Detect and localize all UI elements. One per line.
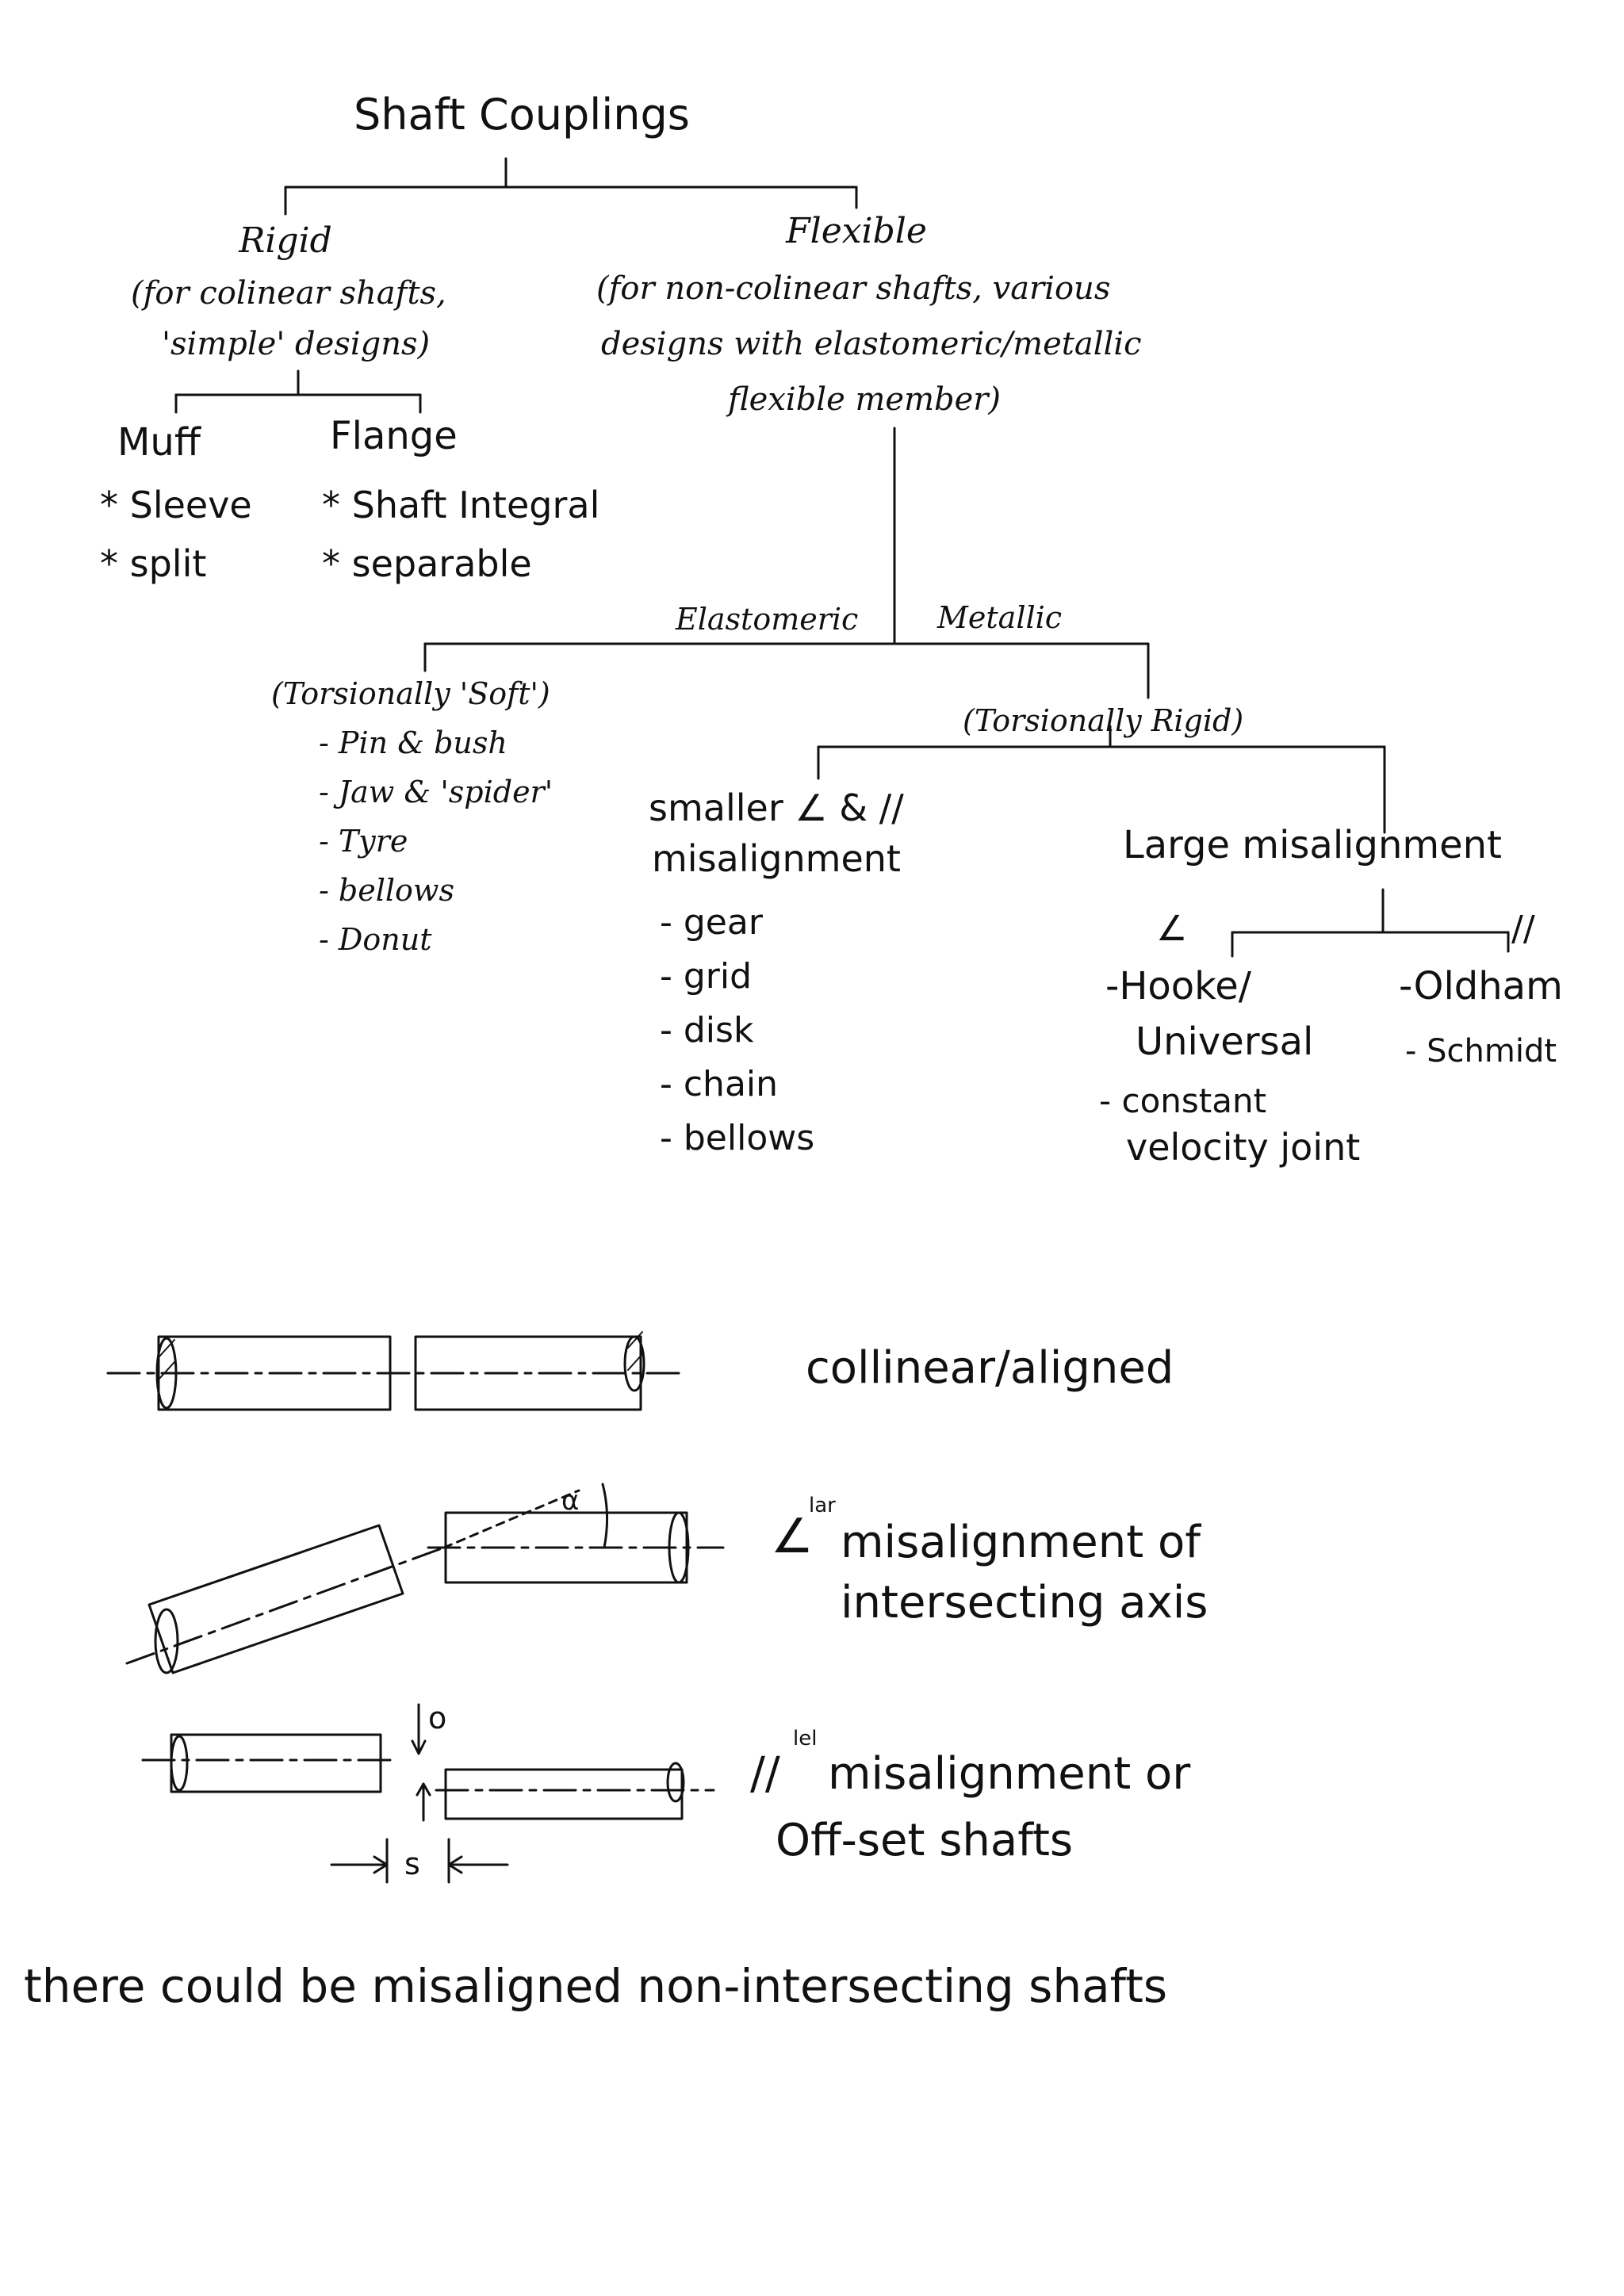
small-misalignment-line2: misalignment [652,837,901,880]
parallel-superscript: lel [793,1727,818,1751]
small-misalignment-item: - disk [660,1010,754,1050]
elastomeric-list: - Pin & bush - Jaw & 'spider' - Tyre - b… [319,718,553,964]
collinear-shafts-sketch [106,1331,684,1411]
elastomeric-heading: (Torsionally 'Soft') [271,676,550,711]
small-misalignment-item: - bellows [660,1118,815,1158]
angular-item-line1: -Hooke/ [1105,964,1251,1008]
parallel-label-line1: misalignment or [828,1748,1191,1800]
angular-item-line3: - constant [1099,1081,1267,1120]
parallel-label-line2: Off-set shafts [776,1815,1074,1866]
footer-note: there could be misaligned non-intersecti… [24,1959,1168,2013]
spacing-symbol: s [404,1846,420,1881]
small-misalignment-item: - grid [660,956,753,997]
flexible-desc-line1: (for non-colinear shafts, various [596,270,1111,307]
angular-item-line2: Universal [1136,1020,1314,1064]
flange-item: * Shaft Integral [322,484,600,526]
rigid-desc-line1: (for colinear shafts, [131,275,446,312]
large-misalignment-branch-lines [1231,888,1510,958]
small-misalignment-line1: smaller ∠ & // [649,786,904,829]
flange-title: Flange [330,414,458,458]
elastomeric-item: - Pin & bush [319,725,508,760]
large-misalignment-title: Large misalignment [1123,823,1502,867]
muff-list: * Sleeve * split [100,476,252,593]
parallel-symbol: // [1511,909,1535,949]
small-misalignment-item: - gear [660,902,763,943]
angular-prefix: ∠ [771,1509,814,1564]
flexible-desc-line3: flexible member) [728,381,1002,418]
rigid-title: Rigid [239,220,332,261]
elastomeric-item: - bellows [319,873,454,908]
small-misalignment-list: - gear - grid - disk - chain - bellows [660,896,814,1165]
angular-superscript: lar [809,1494,836,1517]
flexible-branch-lines [423,427,1150,699]
flange-item: * separable [322,542,532,585]
flexible-desc-line2: designs with elastomeric/metallic [601,326,1142,362]
elastomeric-item: - Jaw & 'spider' [319,775,553,809]
rigid-branch-lines [174,369,422,414]
offset-symbol: o [428,1701,447,1735]
metallic-label: Metallic [937,600,1063,635]
elastomeric-item: - Tyre [319,824,408,859]
root-title: Shaft Couplings [354,90,690,140]
elastomeric-item: - Donut [319,922,432,957]
angular-item-line4: velocity joint [1126,1126,1361,1169]
muff-title: Muff [117,420,201,465]
rigid-desc-line2: 'simple' designs) [162,326,431,362]
elastomeric-label: Elastomeric [676,602,859,637]
muff-item: * split [100,542,207,585]
parallel-item-schmidt: - Schmidt [1405,1033,1557,1070]
muff-item: * Sleeve [100,484,252,526]
flange-list: * Shaft Integral * separable [322,476,599,593]
parallel-item-oldham: -Oldham [1399,964,1563,1008]
flexible-title: Flexible [786,211,927,251]
angular-label-line1: misalignment of [841,1517,1201,1568]
root-branch-lines [284,157,858,216]
angular-symbol: ∠ [1156,909,1188,949]
small-misalignment-item: - chain [660,1064,779,1104]
alpha-symbol: α [561,1485,580,1517]
metallic-heading: (Torsionally Rigid) [963,703,1244,738]
parallel-prefix: // [750,1748,780,1800]
collinear-label: collinear/aligned [806,1342,1174,1394]
angular-misalignment-sketch [125,1483,725,1674]
parallel-offset-sketch [141,1703,715,1884]
angular-label-line2: intersecting axis [841,1577,1208,1628]
metallic-branch-lines [817,725,1386,834]
